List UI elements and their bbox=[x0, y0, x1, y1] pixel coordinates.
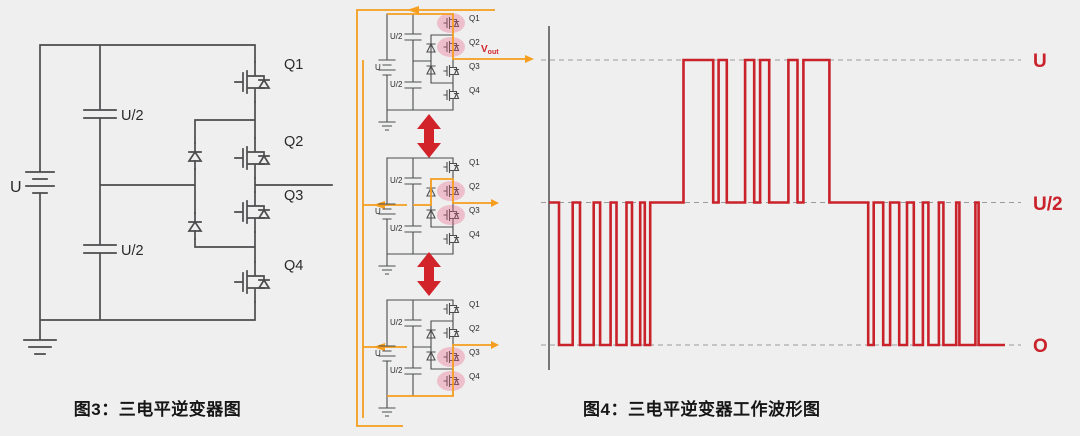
mini-q1-label: Q1 bbox=[469, 300, 480, 309]
inverter-state-u-half: U U/2 U/2 Q1 Q2 Q3 Q4 bbox=[375, 158, 499, 274]
highlight-q2 bbox=[437, 181, 465, 201]
q4-label: Q4 bbox=[284, 258, 303, 274]
mini-u2-label: U/2 bbox=[390, 366, 403, 375]
clamp-diode-top-icon bbox=[188, 142, 202, 170]
mini-q3-label: Q3 bbox=[469, 62, 480, 71]
cap-top-label: U/2 bbox=[121, 108, 144, 124]
mini-q1-label: Q1 bbox=[469, 14, 480, 23]
mini-q4-label: Q4 bbox=[469, 230, 480, 239]
loop-arrowhead-icon bbox=[407, 6, 419, 14]
mini-q2-label: Q2 bbox=[469, 324, 480, 333]
output-arrowhead-icon bbox=[491, 341, 499, 349]
figure4-caption: 图4：三电平逆变器工作波形图 bbox=[583, 400, 821, 419]
mini-u-label: U bbox=[375, 63, 381, 72]
mosfet-q3-icon bbox=[234, 191, 270, 233]
output-arrowhead-icon bbox=[491, 199, 499, 207]
branch-arrowhead-icon bbox=[373, 201, 385, 209]
mini-u2-label: U/2 bbox=[390, 80, 403, 89]
mini-u-label: U bbox=[375, 349, 381, 358]
highlight-q3 bbox=[437, 347, 465, 367]
q2-label: Q2 bbox=[284, 134, 303, 150]
vout-label: Vout bbox=[481, 44, 499, 56]
state-u-half-current-path bbox=[413, 178, 491, 206]
circuit-wiring bbox=[23, 44, 333, 355]
mini-u2-label: U/2 bbox=[390, 176, 403, 185]
mosfet-q2-icon bbox=[234, 137, 270, 179]
mini-q4-label: Q4 bbox=[469, 372, 480, 381]
q3-label: Q3 bbox=[284, 188, 303, 204]
mini-q4-label: Q4 bbox=[469, 86, 480, 95]
q1-label: Q1 bbox=[284, 57, 303, 73]
cap-bottom-label: U/2 bbox=[121, 243, 144, 259]
mini-u2-label: U/2 bbox=[390, 32, 403, 41]
highlight-q2 bbox=[437, 37, 465, 57]
mini-u2-label: U/2 bbox=[390, 318, 403, 327]
highlight-q1 bbox=[437, 13, 465, 33]
inverter-state-u: U U/2 U/2 Q1 Q2 Q3 Q4 bbox=[375, 13, 493, 130]
mini-q2-label: Q2 bbox=[469, 38, 480, 47]
state-u-current-path bbox=[387, 13, 491, 60]
mini-q3-label: Q3 bbox=[469, 348, 480, 357]
mini-q1-label: Q1 bbox=[469, 158, 480, 167]
three-level-inverter-schematic: U U/2 U/2 Q1 Q2 Q3 Q4 bbox=[10, 44, 333, 355]
state-transition-arrow-1 bbox=[417, 114, 441, 158]
switching-states-diagram: U U/2 U/2 Q1 Q2 Q3 Q4 Vout U bbox=[356, 6, 534, 427]
switching-states-panel: U U/2 U/2 Q1 Q2 Q3 Q4 Vout U bbox=[345, 0, 535, 436]
figure3-caption: 图3：三电平逆变器图 bbox=[73, 400, 242, 419]
mosfet-q1-icon bbox=[234, 61, 270, 103]
branch-arrowhead-icon bbox=[373, 343, 385, 351]
clamp-diode-bottom-icon bbox=[188, 212, 202, 240]
highlight-q4 bbox=[437, 371, 465, 391]
highlight-q3 bbox=[437, 205, 465, 225]
state-transition-arrow-2 bbox=[417, 252, 441, 296]
source-voltage-label: U bbox=[10, 179, 22, 196]
level-label-u-half: U/2 bbox=[1033, 194, 1063, 215]
vout-arrowhead-icon bbox=[525, 55, 534, 63]
waveform-chart: U U/2 O bbox=[541, 26, 1063, 370]
figure3-panel: U U/2 U/2 Q1 Q2 Q3 Q4 图3：三电平逆变器图 bbox=[0, 0, 345, 436]
level-label-o: O bbox=[1033, 336, 1048, 357]
figure4-panel: U U/2 O 图4：三电平逆变器工作波形图 bbox=[535, 0, 1080, 436]
inverter-state-o: U U/2 U/2 Q1 Q2 Q3 Q4 bbox=[375, 300, 499, 416]
waveform-trace bbox=[549, 58, 1005, 347]
mini-u-label: U bbox=[375, 207, 381, 216]
mini-u2-label: U/2 bbox=[390, 224, 403, 233]
mini-q3-label: Q3 bbox=[469, 206, 480, 215]
mini-q2-label: Q2 bbox=[469, 182, 480, 191]
current-loop-wire bbox=[356, 9, 495, 427]
mosfet-q4-icon bbox=[234, 261, 270, 303]
state-o-current-path bbox=[387, 344, 491, 397]
level-label-u: U bbox=[1033, 51, 1047, 72]
